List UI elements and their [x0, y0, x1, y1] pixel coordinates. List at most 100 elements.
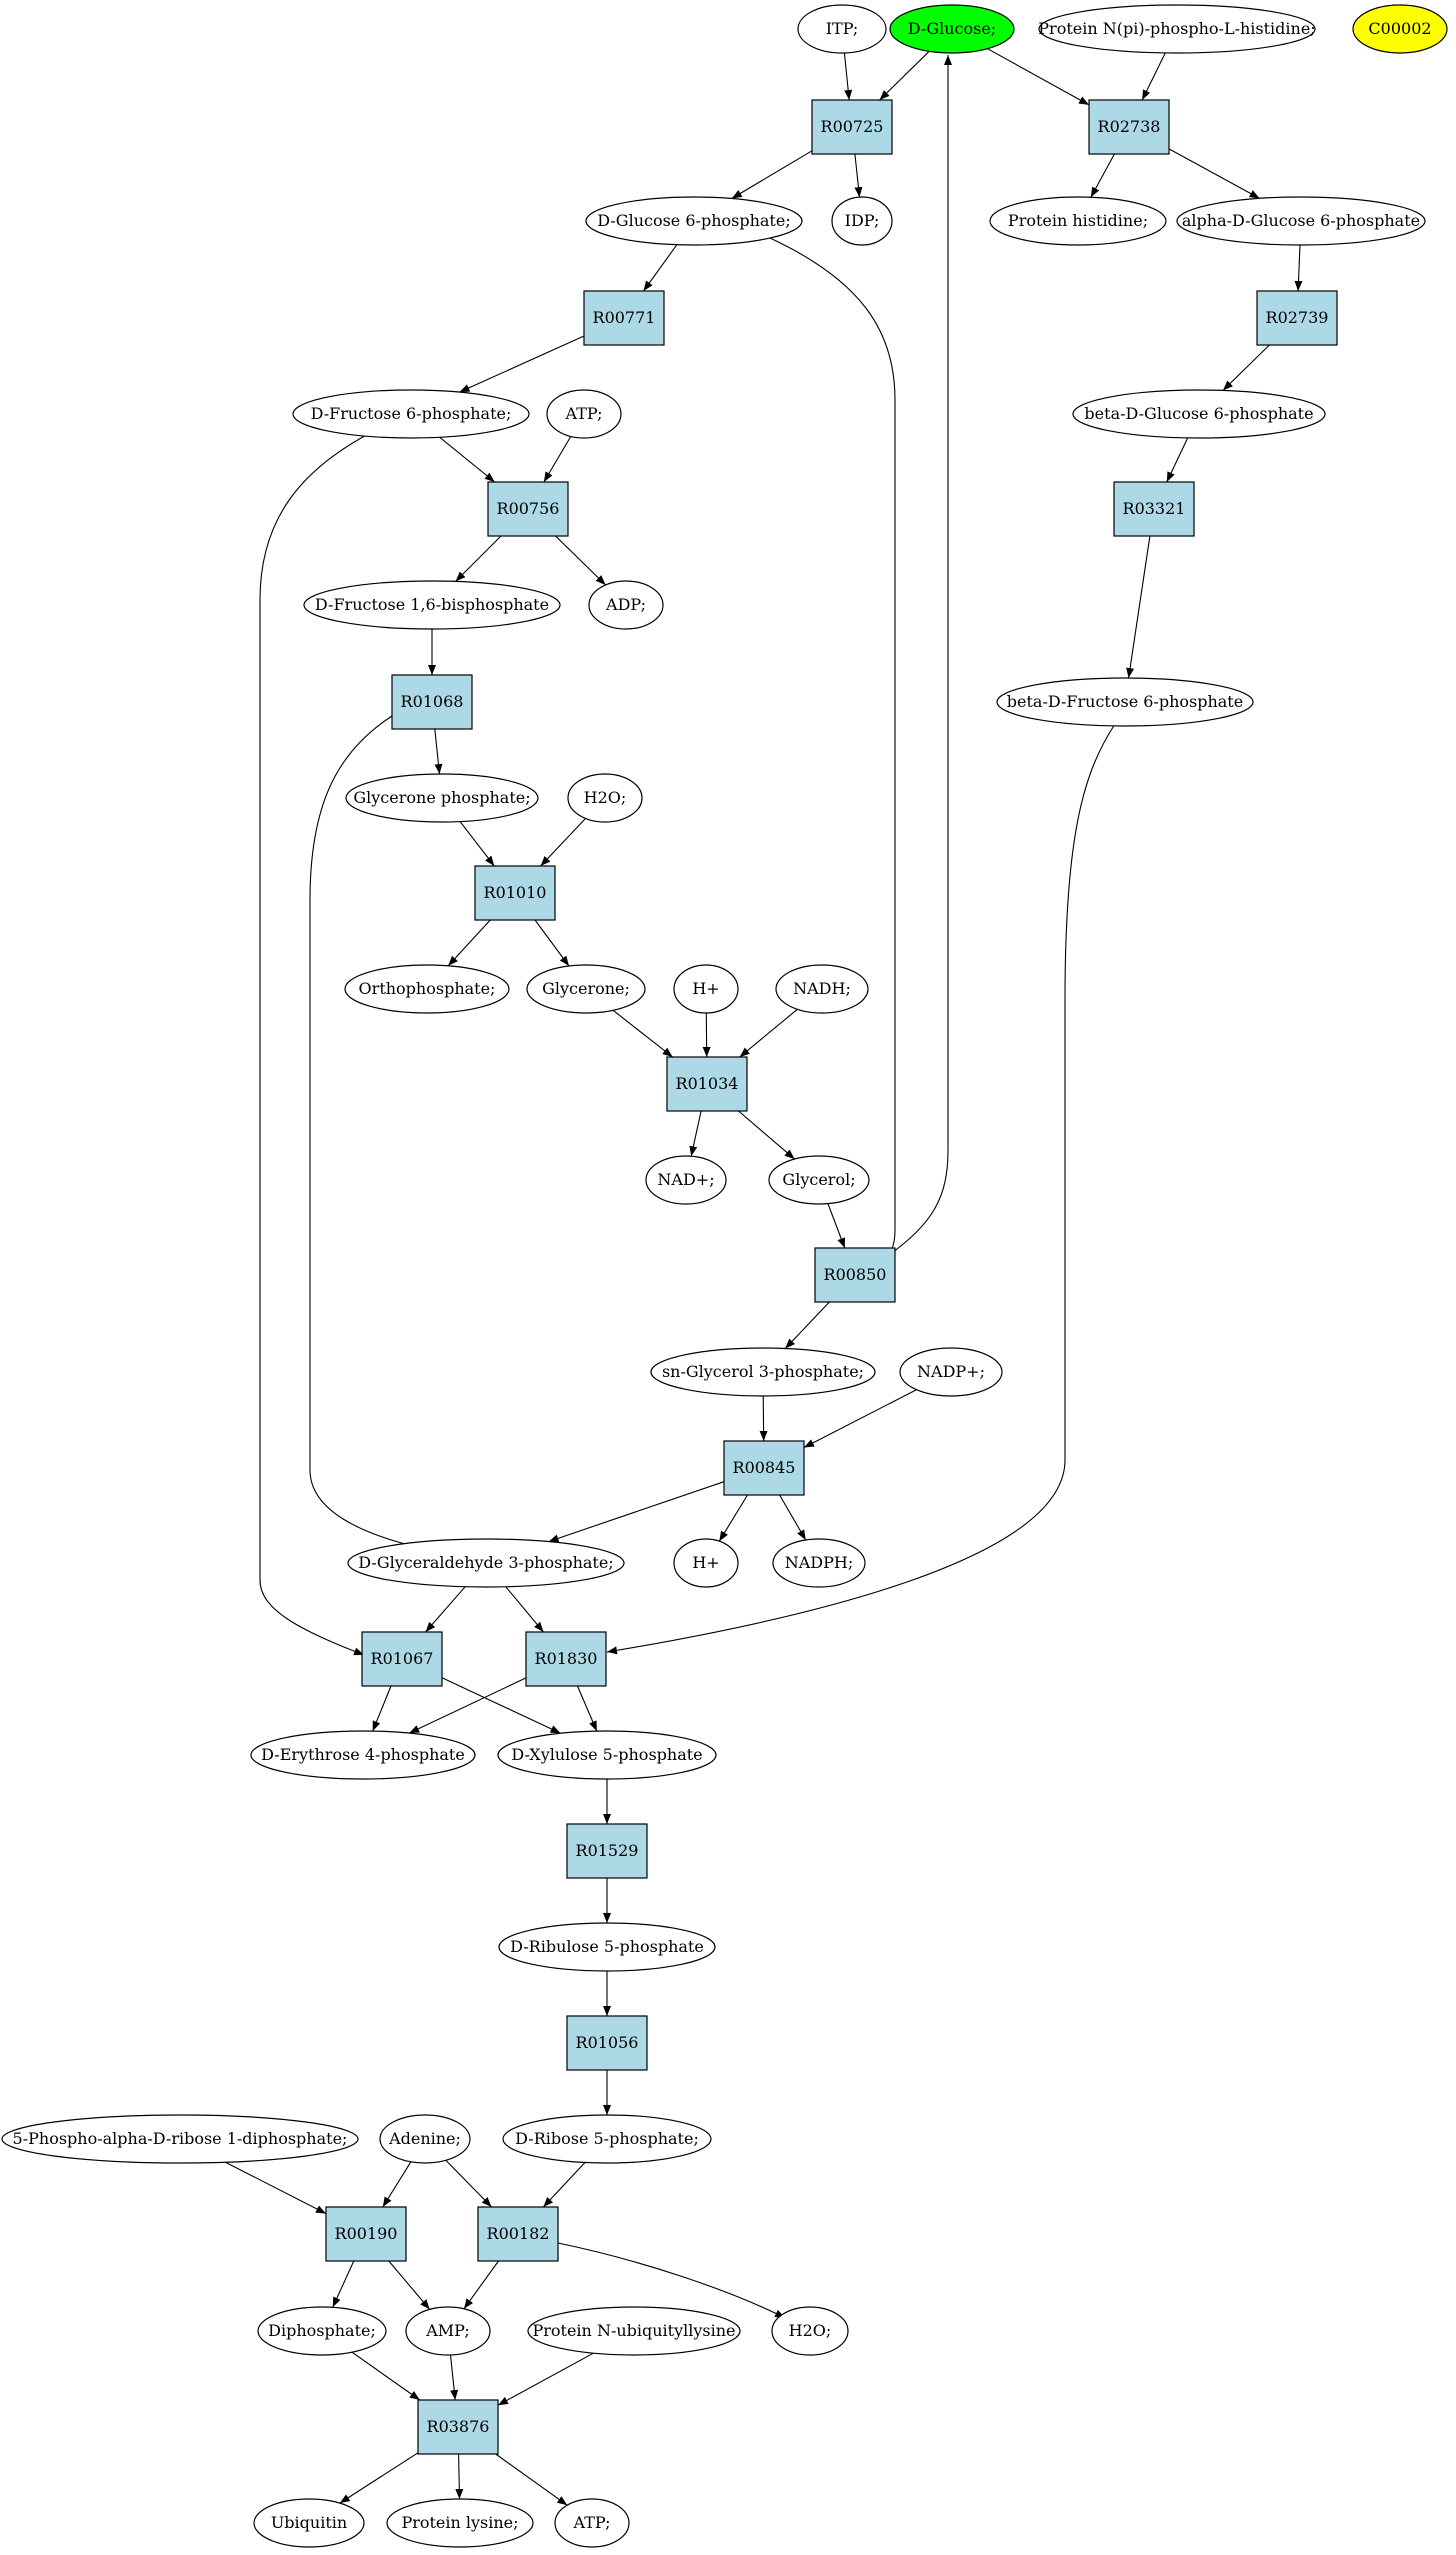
metabolite-node-m_g3p: sn-Glycerol 3-phosphate;	[650, 1347, 876, 1397]
reaction-node-r00850: R00850	[814, 1247, 896, 1303]
metabolite-ellipse	[673, 964, 739, 1014]
edge-r02738-to-m_adg6p	[1168, 148, 1260, 199]
metabolite-ellipse	[899, 1347, 1003, 1397]
reaction-node-r02739: R02739	[1256, 290, 1338, 346]
node-label: R01068	[401, 692, 464, 711]
node-label: Orthophosphate;	[359, 979, 496, 998]
reaction-node-r00771: R00771	[583, 290, 665, 346]
reaction-node-r01056: R01056	[566, 2015, 648, 2071]
metabolite-ellipse	[645, 1155, 727, 1205]
edges-layer	[225, 48, 1303, 2506]
node-label: Glycerone phosphate;	[353, 788, 530, 807]
node-label: D-Erythrose 4-phosphate	[261, 1745, 465, 1764]
reaction-node-r03321: R03321	[1113, 481, 1195, 537]
node-label: R02739	[1266, 308, 1329, 327]
reaction-box	[1256, 290, 1338, 346]
node-label: Protein N(pi)-phospho-L-histidine;	[1038, 19, 1315, 38]
node-label: ADP;	[605, 595, 646, 614]
node-label: R01830	[535, 1649, 598, 1668]
metabolite-ellipse	[502, 2114, 712, 2164]
reaction-box	[477, 2206, 559, 2262]
node-label: Protein lysine;	[401, 2513, 518, 2532]
edge-r01034-to-m_glycerol	[738, 1110, 795, 1160]
metabolite-ellipse	[797, 4, 887, 54]
metabolite-ellipse	[527, 2306, 741, 2356]
metabolite-ellipse	[250, 1730, 476, 1780]
metabolite-ellipse	[772, 1538, 866, 1588]
edge-r00756-to-m_adp	[555, 535, 606, 586]
edge-r00725-to-m_idp	[854, 153, 863, 198]
reaction-node-r01068: R01068	[391, 674, 473, 730]
metabolite-node-m_prot_lys: Protein lysine;	[386, 2498, 534, 2548]
reaction-node-r00182: R00182	[477, 2206, 559, 2262]
node-label: H2O;	[584, 788, 627, 807]
edge-m_bdf6p-to-r01830	[606, 723, 1116, 1655]
metabolite-node-m_dhap: Glycerone phosphate;	[345, 773, 539, 823]
reaction-box	[811, 99, 893, 155]
node-label: NADH;	[793, 979, 851, 998]
metabolite-ellipse	[989, 196, 1167, 246]
node-label: R00190	[335, 2224, 398, 2243]
node-label: 5-Phospho-alpha-D-ribose 1-diphosphate;	[13, 2129, 348, 2148]
metabolite-node-m_g6p: D-Glucose 6-phosphate;	[585, 196, 803, 246]
metabolite-ellipse	[889, 4, 1015, 54]
reaction-box	[474, 865, 556, 921]
metabolite-node-m_nadh: NADH;	[775, 964, 869, 1014]
metabolite-node-m_hplus1: H+	[673, 964, 739, 1014]
edge-m_gap-to-r01067	[425, 1586, 466, 1633]
edge-r00845-to-m_nadph	[779, 1494, 807, 1541]
metabolite-node-m_bdg6p: beta-D-Glucose 6-phosphate	[1072, 389, 1326, 439]
edge-m_dhap-to-r01010	[459, 821, 495, 867]
edge-r00182-to-m_h2o2	[557, 2242, 786, 2319]
node-label: Adenine;	[388, 2129, 461, 2148]
node-label: beta-D-Glucose 6-phosphate	[1084, 404, 1313, 423]
reaction-box	[583, 290, 665, 346]
edge-m_bdg6p-to-r03321	[1166, 437, 1189, 483]
node-label: R02738	[1098, 117, 1161, 136]
reaction-box	[566, 2015, 648, 2071]
metabolite-node-m_h2o1: H2O;	[567, 773, 643, 823]
edge-m_g3p-to-r00845	[759, 1395, 768, 1442]
reaction-box	[525, 1631, 607, 1687]
edge-r00725-to-m_g6p	[731, 150, 813, 199]
metabolite-node-m_adg6p: alpha-D-Glucose 6-phosphate	[1176, 196, 1426, 246]
metabolite-ellipse	[1038, 4, 1316, 54]
edge-m_gap-to-r01830	[505, 1586, 544, 1633]
reaction-node-r01067: R01067	[361, 1631, 443, 1687]
metabolite-node-m_f6p: D-Fructose 6-phosphate;	[292, 389, 530, 439]
metabolite-node-m_amp: AMP;	[405, 2306, 491, 2356]
node-label: D-Glyceraldehyde 3-phosphate;	[358, 1553, 613, 1572]
metabolite-node-m_ppi: Diphosphate;	[257, 2306, 387, 2356]
metabolite-node-m_h2o2: H2O;	[771, 2306, 849, 2356]
metabolite-node-m_prot_nphis: Protein N(pi)-phospho-L-histidine;	[1038, 4, 1316, 54]
reaction-box	[325, 2206, 407, 2262]
edge-r01830-to-m_x5p	[576, 1685, 598, 1732]
edge-m_adenine-to-r00190	[382, 2161, 412, 2208]
metabolite-node-m_prot_nub: Protein N-ubiquityllysine	[527, 2306, 741, 2356]
metabolite-ellipse	[303, 580, 561, 630]
nodes-layer: ITP;D-Glucose;Protein N(pi)-phospho-L-hi…	[1, 4, 1448, 2548]
node-label: C00002	[1368, 19, 1431, 38]
metabolite-ellipse	[1072, 389, 1326, 439]
metabolite-node-m_prpp: 5-Phospho-alpha-D-ribose 1-diphosphate;	[1, 2114, 359, 2164]
node-label: H+	[692, 1553, 719, 1572]
edge-r03876-to-m_atp2	[495, 2453, 568, 2506]
node-label: R00771	[593, 308, 656, 327]
node-label: D-Glucose 6-phosphate;	[597, 211, 790, 230]
node-label: R00756	[497, 499, 560, 518]
node-label: R01056	[576, 2033, 639, 2052]
metabolite-node-m_gap: D-Glyceraldehyde 3-phosphate;	[347, 1538, 625, 1588]
edge-r01067-to-m_x5p	[441, 1677, 561, 1734]
metabolite-ellipse	[1352, 4, 1448, 54]
edge-m_r5p-to-r00182	[542, 2162, 586, 2208]
reaction-node-r01830: R01830	[525, 1631, 607, 1687]
node-label: R00725	[821, 117, 884, 136]
metabolite-ellipse	[405, 2306, 491, 2356]
reaction-box	[723, 1440, 805, 1496]
metabolite-ellipse	[771, 2306, 849, 2356]
metabolite-node-m_hplus2: H+	[673, 1538, 739, 1588]
edge-m_atp1-to-r00756	[543, 436, 572, 483]
reaction-node-r00756: R00756	[487, 481, 569, 537]
node-label: ATP;	[573, 2513, 611, 2532]
reaction-node-r00845: R00845	[723, 1440, 805, 1496]
